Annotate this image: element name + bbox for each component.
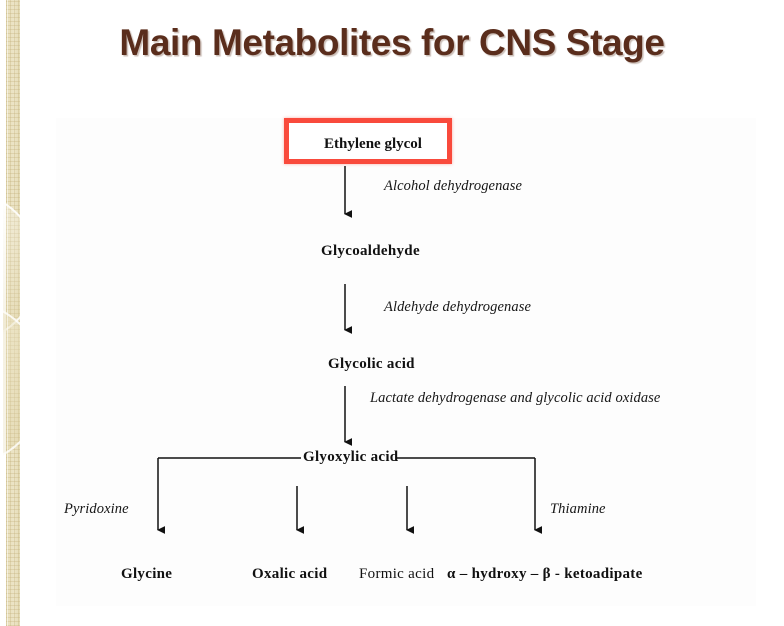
node-label-ethylene-glycol: Ethylene glycol [324,136,422,152]
slide-edge-arc-lower [3,300,20,466]
enzyme-label-thiamine: Thiamine [550,501,606,517]
node-ethylene-glycol-box: Ethylene glycol [284,118,452,164]
node-label-glycolic-acid: Glycolic acid [328,356,415,372]
metabolic-pathway-diagram: Ethylene glycol Alcohol dehydrogenase Gl… [56,118,756,606]
enzyme-label-aldehyde-dehydrogenase: Aldehyde dehydrogenase [384,299,532,315]
enzyme-label-alcohol-dehydrogenase: Alcohol dehydrogenase [384,178,523,194]
node-label-glycoaldehyde: Glycoaldehyde [321,243,420,259]
enzyme-label-lactate-dehydrogenase: Lactate dehydrogenase and glycolic acid … [370,390,661,406]
page-title: Main Metabolites for CNS Stage [119,22,665,63]
enzyme-label-pyridoxine: Pyridoxine [64,501,129,517]
node-label-glycine: Glycine [121,566,173,582]
node-label-oxalic-acid: Oxalic acid [252,566,328,582]
node-label-ketoadipate: α – hydroxy – β - ketoadipate [447,566,643,582]
node-label-glyoxylic-acid: Glyoxylic acid [303,449,399,465]
slide-edge-strip [3,0,20,626]
slide-edge-decoration [3,0,20,626]
node-label-formic-acid: Formic acid [359,566,435,582]
